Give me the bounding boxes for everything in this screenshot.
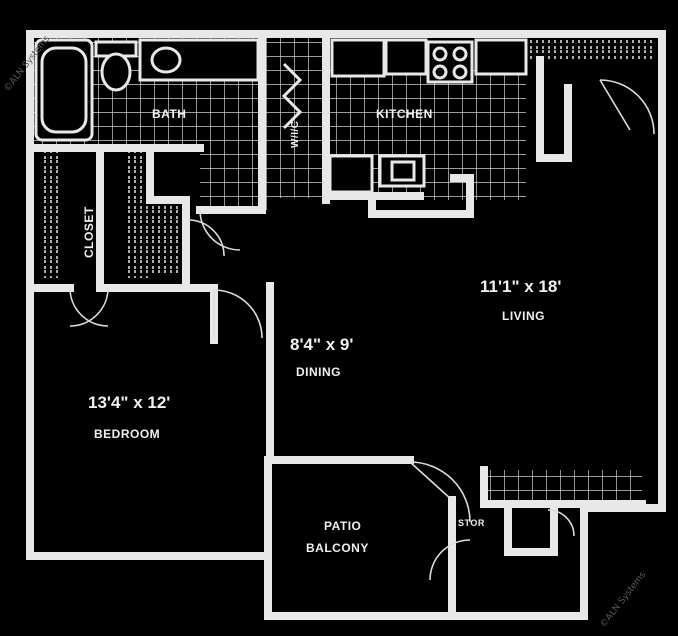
hall-wall (196, 30, 266, 214)
bath-label: BATH (152, 107, 186, 121)
closet-rod-left (40, 150, 62, 278)
closet-rod-right (126, 150, 148, 278)
patio-label-line1: PATIO (324, 519, 361, 533)
bedroom-label: BEDROOM (94, 427, 160, 441)
kitchen-fixtures (281, 38, 528, 194)
balcony-door-swing (429, 539, 471, 581)
wic-label: W/I/C (290, 121, 301, 149)
bathtub-inner (40, 46, 88, 134)
living-dimensions: 11'1" x 18' (480, 277, 561, 296)
storage-label: STOR (458, 518, 485, 528)
sink (150, 46, 182, 74)
living-label: LIVING (502, 309, 545, 323)
counter-right (474, 38, 528, 76)
dishwasher (328, 154, 374, 194)
dining-dimensions: 8'4" x 9' (290, 335, 353, 354)
closet-door-swing (69, 287, 109, 327)
watermark-bottom: ©ALN Systems (598, 570, 648, 630)
burner-icon (432, 64, 448, 80)
burner-icon (432, 46, 448, 62)
refrigerator (330, 38, 386, 78)
patio-door-leaf (409, 461, 453, 501)
storage-door-swing (547, 509, 575, 537)
bathtub (34, 38, 94, 142)
bedroom-door-swing (213, 289, 263, 339)
kitchen-rod (530, 40, 655, 60)
counter-top (384, 38, 428, 76)
closet-label: CLOSET (82, 206, 96, 258)
kitchen-sink-basin (390, 160, 416, 182)
interior-walls (26, 30, 646, 620)
entry-floor (484, 470, 642, 500)
patio-door-swing (409, 461, 471, 523)
dining-label: DINING (296, 365, 341, 379)
entry-door-swing (599, 79, 655, 135)
bedroom-dimensions: 13'4" x 12' (88, 393, 170, 412)
closet-door-swing (69, 287, 109, 327)
door-swings (69, 79, 655, 581)
kitchen-label: KITCHEN (376, 107, 433, 121)
wic-door-swing (187, 219, 225, 257)
kitchen-peninsula (322, 174, 474, 218)
room-labels: BATH CLOSET W/I/C KITCHEN 11'1" x 18' LI… (82, 107, 561, 555)
storage-wall (504, 506, 558, 556)
wic-rod (150, 205, 186, 275)
bath-fixtures (34, 38, 260, 142)
entry-door-leaf (599, 79, 631, 131)
wic-wall (146, 144, 190, 292)
closet-rods (40, 40, 655, 278)
burner-icon (452, 64, 468, 80)
toilet-bowl (100, 52, 132, 92)
burner-icon (452, 46, 468, 62)
entry-wall (480, 466, 646, 508)
bath-door-swing (199, 209, 241, 251)
kitchen-east-wall (536, 56, 572, 162)
utility-zigzag (281, 62, 303, 130)
patio-label-line2: BALCONY (306, 541, 369, 555)
